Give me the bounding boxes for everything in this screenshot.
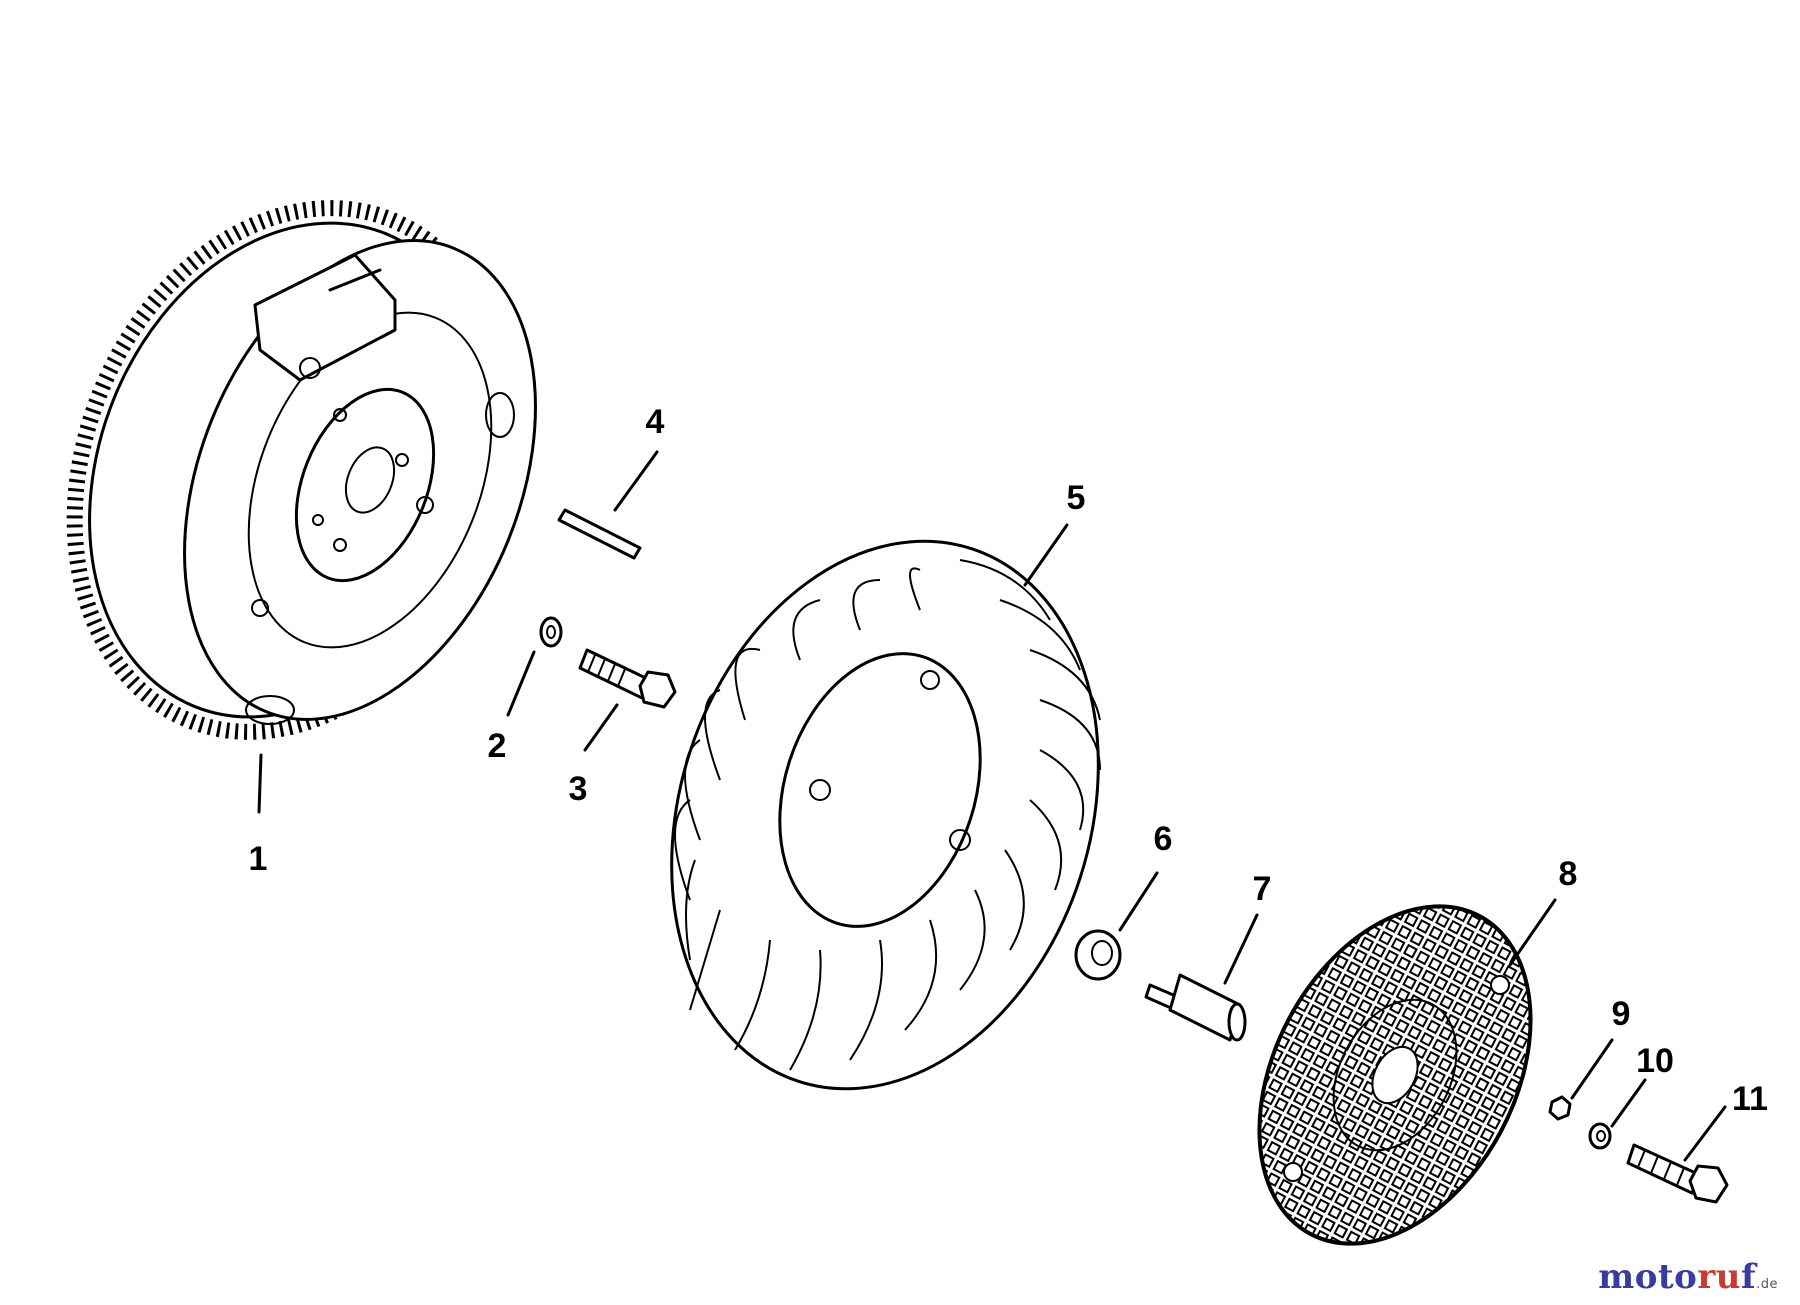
watermark-part1: moto — [1598, 1257, 1698, 1297]
callout-7: 7 — [1253, 870, 1272, 908]
nut-part — [1548, 1095, 1572, 1121]
watermark-part2: ru — [1697, 1257, 1741, 1297]
callout-1: 1 — [249, 840, 268, 878]
leader-lines — [257, 450, 1727, 1162]
spacer-washer-part — [1074, 929, 1122, 981]
key-part — [557, 508, 642, 560]
callout-10: 10 — [1636, 1042, 1674, 1080]
bolt-part — [1626, 1143, 1729, 1204]
watermark-logo: motoruf.de — [1598, 1257, 1778, 1297]
fan-part — [670, 539, 1101, 1091]
callout-5: 5 — [1067, 479, 1086, 517]
watermark-tld: .de — [1756, 1277, 1778, 1292]
washer-part — [1588, 1122, 1612, 1150]
callout-9: 9 — [1612, 995, 1631, 1033]
callout-11: 11 — [1732, 1080, 1768, 1118]
grass-screen-part — [1257, 904, 1533, 1246]
callout-2: 2 — [488, 727, 507, 765]
callout-6: 6 — [1154, 820, 1173, 858]
callout-3: 3 — [569, 770, 588, 808]
flywheel-part — [66, 200, 537, 740]
callout-numbers: 1 2 3 4 5 6 7 8 9 10 11 — [249, 403, 1768, 1118]
callout-4: 4 — [646, 403, 665, 441]
washer-small-part — [539, 616, 563, 648]
screw-part — [578, 648, 677, 709]
stud-part — [1144, 973, 1247, 1042]
callout-8: 8 — [1559, 855, 1578, 893]
watermark-part3: f — [1740, 1257, 1757, 1297]
